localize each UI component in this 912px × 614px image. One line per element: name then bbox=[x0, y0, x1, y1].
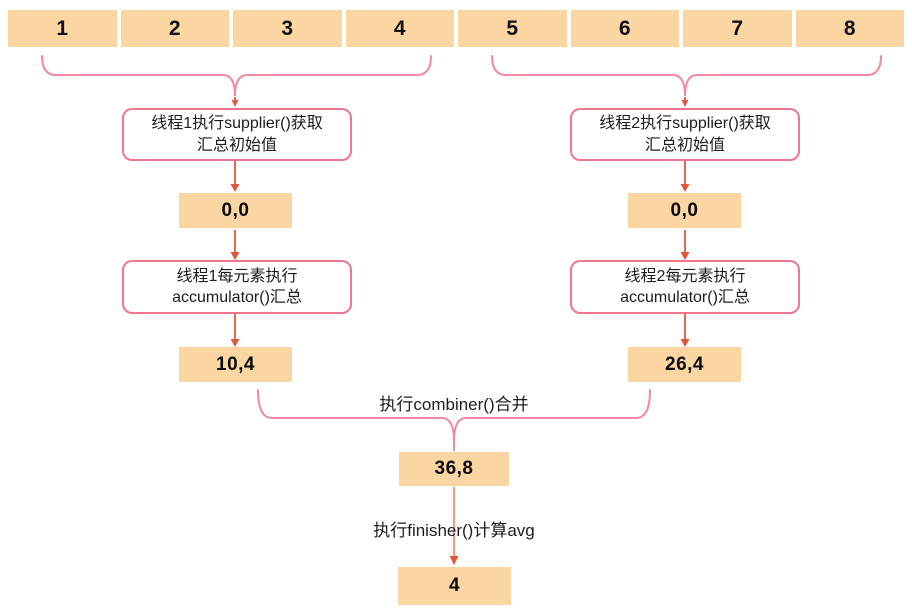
final-value-box: 4 bbox=[398, 567, 511, 605]
thread1-supplier-box: 线程1执行supplier()获取 汇总初始值 bbox=[122, 108, 352, 161]
thread2-supplier-box: 线程2执行supplier()获取 汇总初始值 bbox=[570, 108, 800, 161]
thread1-accumulator-box: 线程1每元素执行 accumulator()汇总 bbox=[122, 260, 352, 314]
input-cell-6: 6 bbox=[570, 10, 679, 47]
input-cell-4: 4 bbox=[345, 10, 454, 47]
input-cell-8: 8 bbox=[795, 10, 904, 47]
thread2-initial-value-box: 0,0 bbox=[628, 193, 741, 228]
input-cell-2: 2 bbox=[120, 10, 229, 47]
brace-left-partition bbox=[41, 55, 432, 97]
input-cells-row: 1 2 3 4 5 6 7 8 bbox=[8, 10, 904, 47]
thread2-accumulator-box: 线程2每元素执行 accumulator()汇总 bbox=[570, 260, 800, 314]
input-cell-3: 3 bbox=[233, 10, 342, 47]
finisher-label: 执行finisher()计算avg bbox=[373, 521, 535, 540]
input-cell-1: 1 bbox=[8, 10, 117, 47]
brace-right-partition bbox=[491, 55, 882, 97]
combiner-label: 执行combiner()合并 bbox=[379, 395, 529, 414]
finisher-arrowhead bbox=[449, 556, 459, 565]
thread2-accumulated-value-box: 26,4 bbox=[628, 347, 741, 382]
combined-value-box: 36,8 bbox=[399, 452, 509, 486]
input-cell-7: 7 bbox=[683, 10, 792, 47]
thread1-accumulated-value-box: 10,4 bbox=[179, 347, 292, 382]
thread1-initial-value-box: 0,0 bbox=[179, 193, 292, 228]
input-cell-5: 5 bbox=[458, 10, 567, 47]
